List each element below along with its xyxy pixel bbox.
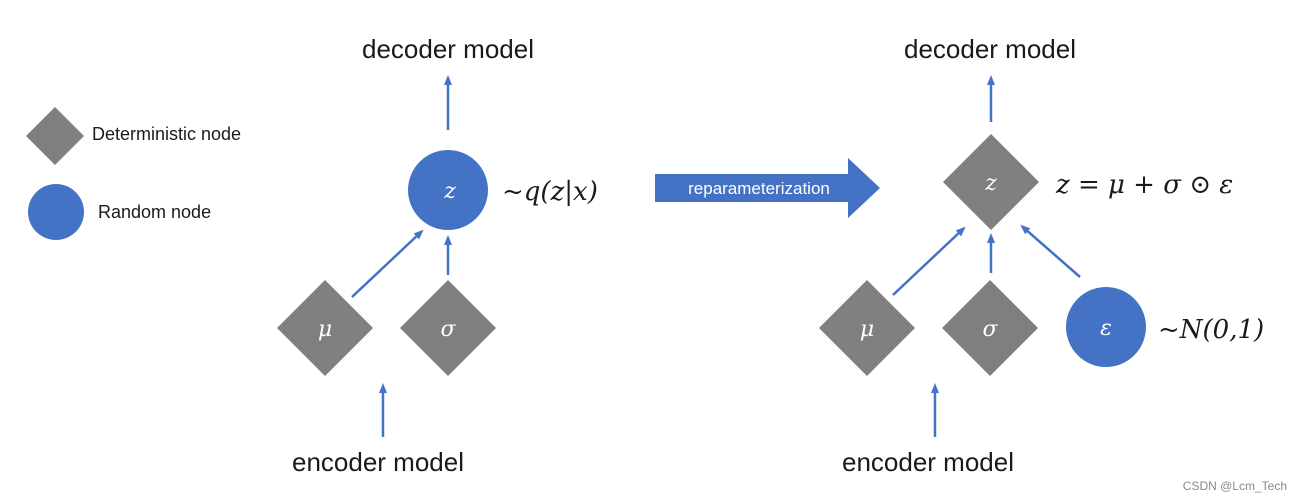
left-encoder-label: encoder model bbox=[292, 447, 464, 477]
left-mu-node-label: μ bbox=[318, 317, 332, 342]
watermark: CSDN @Lcm_Tech bbox=[1182, 479, 1287, 493]
right-z-expression: z = μ + σ ⊙ ε bbox=[1055, 170, 1233, 200]
reparameterization-arrow-shape bbox=[655, 158, 880, 218]
right-sigma-node-label: σ bbox=[982, 317, 998, 342]
right-mu-to-z-arrow bbox=[892, 226, 966, 296]
left-z-node bbox=[408, 150, 488, 230]
right-decoder-label: decoder model bbox=[904, 34, 1076, 64]
reparameterization-arrow: reparameterization bbox=[655, 158, 880, 218]
right-z-node-label: z bbox=[984, 171, 997, 196]
left-decoder-label: decoder model bbox=[362, 34, 534, 64]
left-z-node-label: z bbox=[443, 179, 456, 204]
legend-random-label: Random node bbox=[98, 202, 211, 222]
left-graph: decoder model z ~q(z|x) μ σ encoder mode… bbox=[277, 34, 598, 477]
legend-deterministic-label: Deterministic node bbox=[92, 124, 241, 144]
right-encoder-label: encoder model bbox=[842, 447, 1014, 477]
legend: Deterministic node Random node bbox=[26, 107, 241, 240]
right-eps-expression: ~N(0,1) bbox=[1158, 315, 1264, 345]
right-mu-node bbox=[819, 280, 915, 376]
left-z-expression: ~q(z|x) bbox=[502, 177, 598, 207]
reparameterization-label: reparameterization bbox=[688, 179, 830, 198]
right-eps-node bbox=[1066, 287, 1146, 367]
right-graph: decoder model z z = μ + σ ⊙ ε μ σ ε ~N(0… bbox=[819, 34, 1264, 477]
right-sigma-node bbox=[942, 280, 1038, 376]
legend-deterministic-diamond bbox=[26, 107, 84, 165]
right-eps-node-label: ε bbox=[1100, 316, 1112, 341]
right-z-node bbox=[943, 134, 1039, 230]
left-mu-node bbox=[277, 280, 373, 376]
left-sigma-node bbox=[400, 280, 496, 376]
left-sigma-node-label: σ bbox=[440, 317, 456, 342]
left-mu-to-z-arrow bbox=[351, 229, 424, 298]
right-eps-to-z-arrow bbox=[1020, 224, 1081, 278]
right-mu-node-label: μ bbox=[860, 317, 874, 342]
legend-random-circle bbox=[28, 184, 84, 240]
